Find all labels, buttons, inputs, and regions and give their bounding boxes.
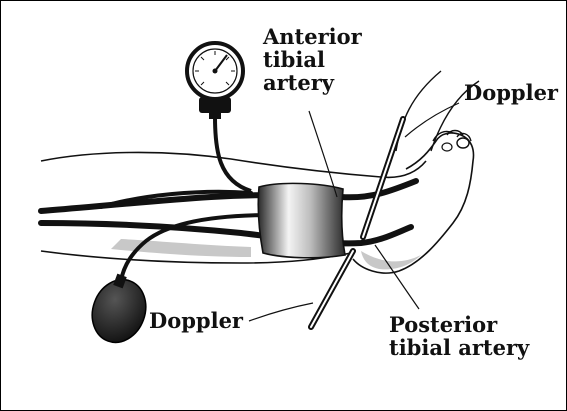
foot-outline <box>353 133 474 273</box>
heel-shadow <box>361 251 421 269</box>
bp-cuff <box>258 183 345 257</box>
doppler-probe-bottom <box>311 251 353 327</box>
anterior-artery <box>41 181 416 211</box>
pressure-gauge <box>187 43 243 119</box>
posterior-artery <box>41 223 411 243</box>
label-anterior-tibial-artery: Anterior tibial artery <box>263 25 362 94</box>
doppler-probe-top <box>363 119 403 237</box>
label-posterior-line1: Posterior <box>389 313 529 336</box>
gauge-tube <box>215 117 251 191</box>
leg-upper-outline <box>41 152 426 177</box>
label-anterior-line2: tibial <box>263 48 362 71</box>
label-posterior-tibial-artery: Posterior tibial artery <box>389 313 529 359</box>
leader-doppler-bottom <box>249 303 313 321</box>
leader-posterior <box>375 245 419 309</box>
label-anterior-line3: artery <box>263 71 362 94</box>
label-doppler-top: Doppler <box>464 81 558 104</box>
label-posterior-line2: tibial artery <box>389 336 529 359</box>
label-doppler-bottom: Doppler <box>149 309 243 332</box>
label-anterior-line1: Anterior <box>263 25 362 48</box>
